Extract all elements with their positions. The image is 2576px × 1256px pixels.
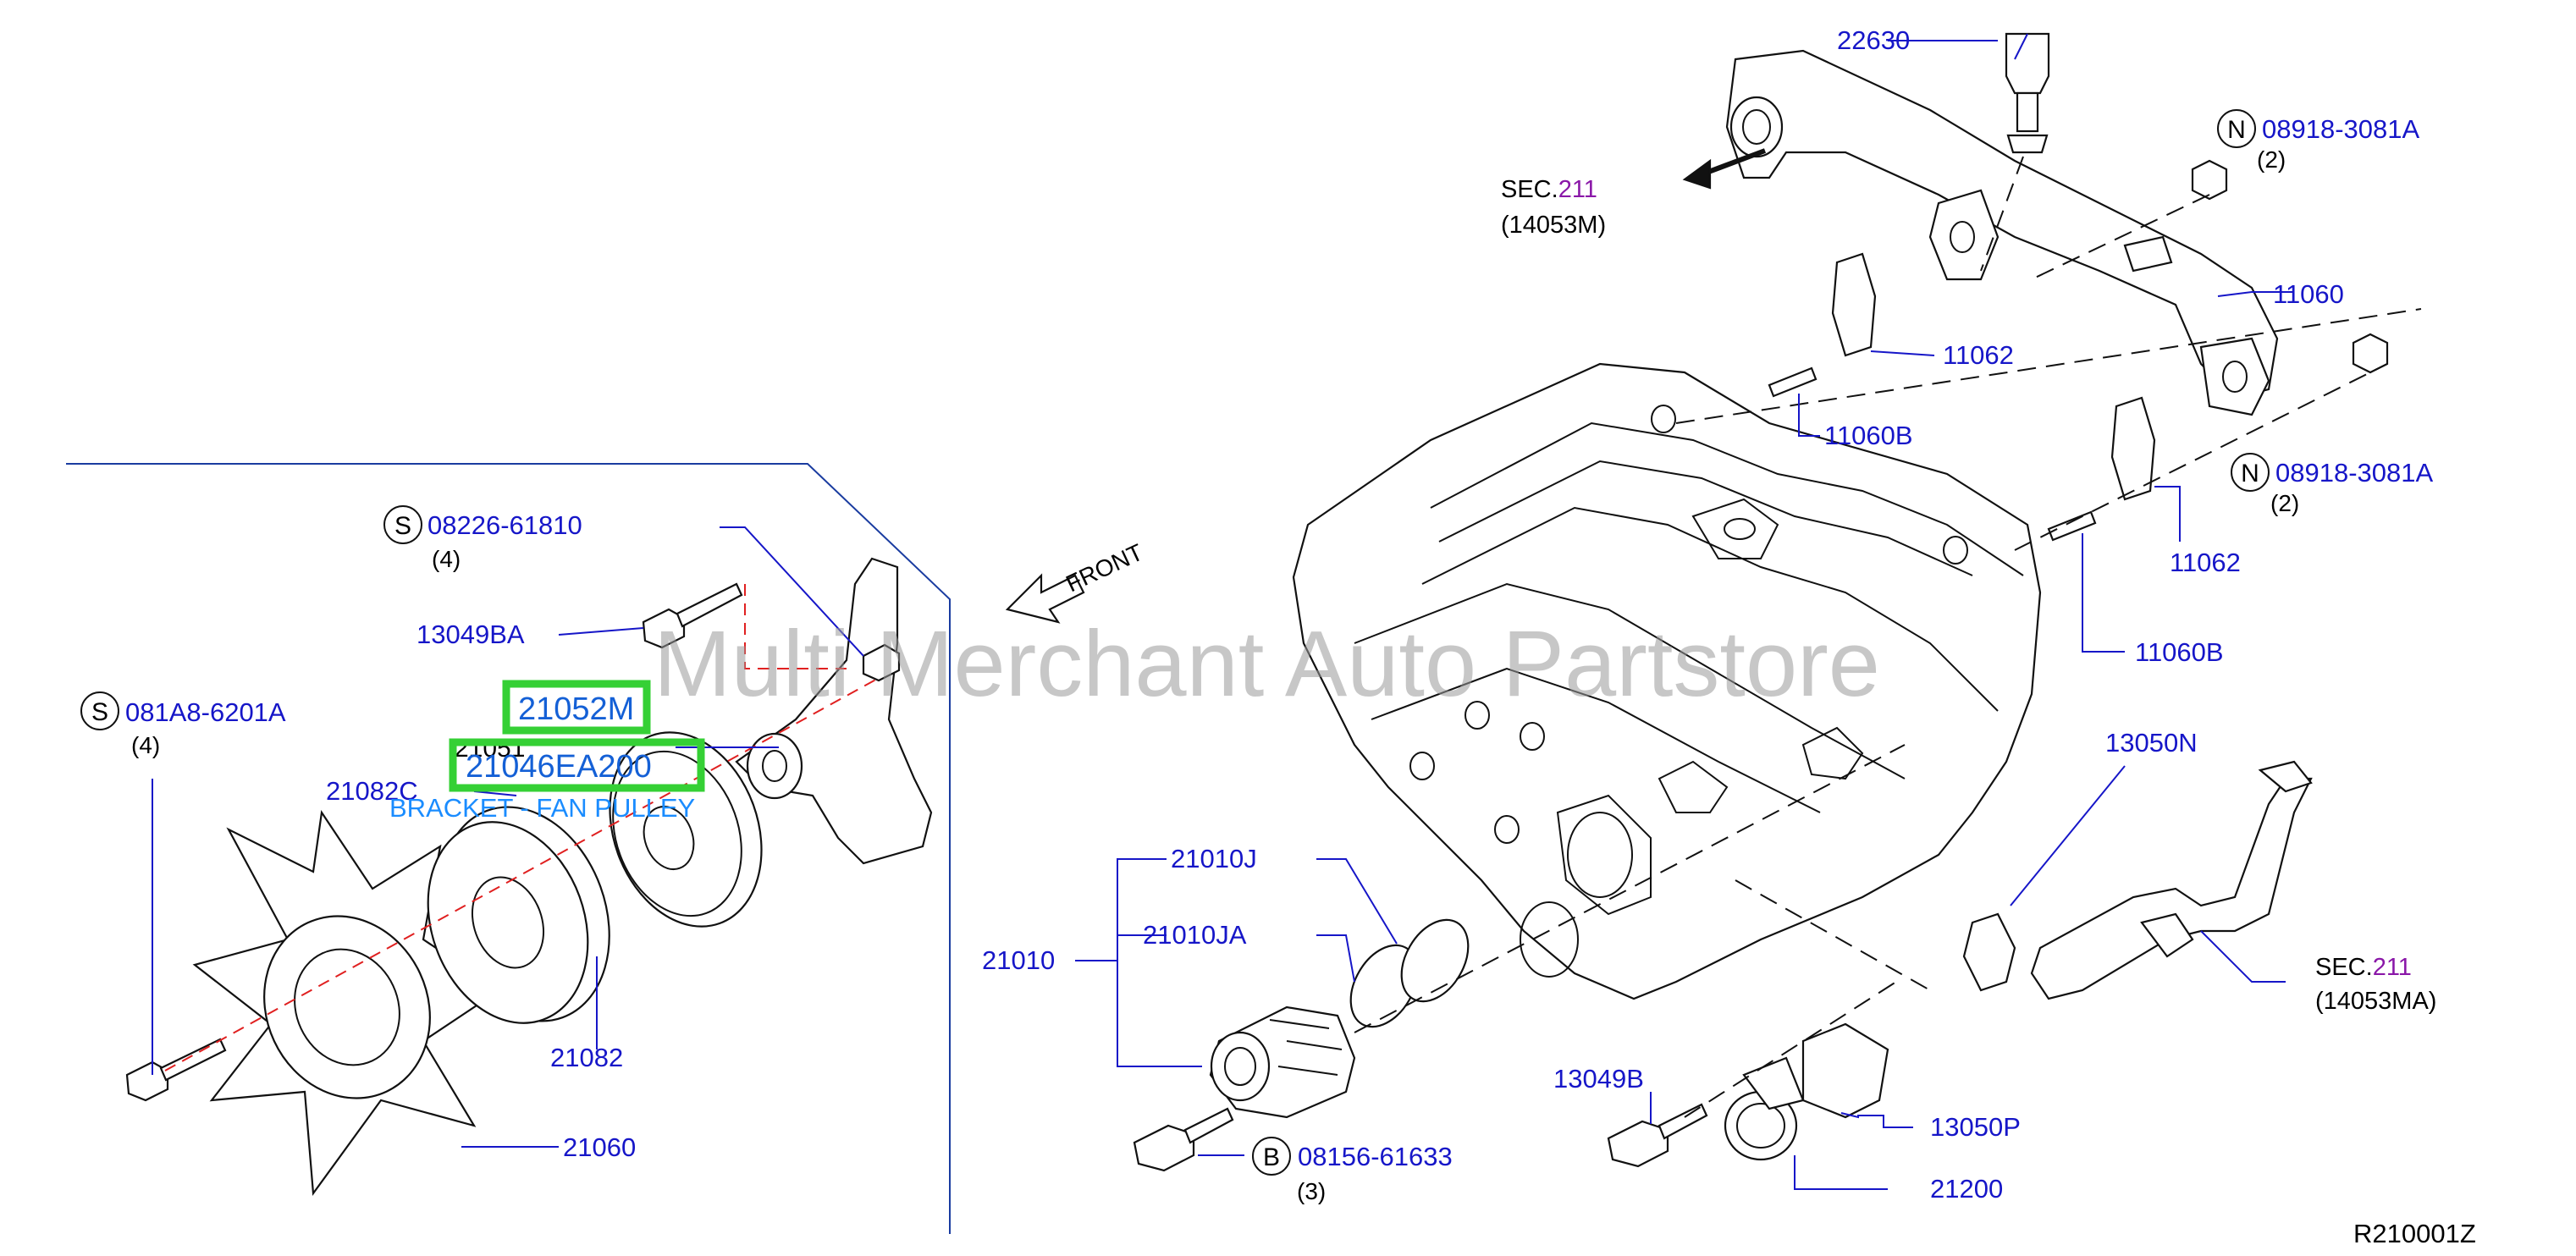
part-label-21010ja[interactable]: 21010JA <box>1143 920 1247 950</box>
qty-08156: (3) <box>1297 1178 1326 1204</box>
sec-right-number[interactable]: 211 <box>2373 954 2412 981</box>
part-description: BRACKET - FAN PULLEY <box>389 793 695 823</box>
watermark: Multi Merchant Auto Partstore <box>654 612 1880 716</box>
engine-block-drawing <box>1292 362 2042 1000</box>
fan-assembly-drawing <box>125 557 1085 1197</box>
part-label-11062-b[interactable]: 11062 <box>2170 548 2241 577</box>
part-label-21010j[interactable]: 21010J <box>1171 844 1257 873</box>
part-label-11060b-b[interactable]: 11060B <box>2135 637 2224 667</box>
highlight-box-21046ea200[interactable] <box>449 738 705 792</box>
front-label: FRONT <box>1062 539 1147 598</box>
left-panel-frame <box>66 463 951 1234</box>
qty-08918-mid: (2) <box>2270 490 2299 516</box>
sec-ref-top[interactable]: SEC.211 <box>1501 176 1597 203</box>
sec-right-prefix: SEC. <box>2315 954 2373 981</box>
marker-s-bracket: S <box>394 512 411 540</box>
part-label-21010[interactable]: 21010 <box>982 945 1055 975</box>
sec-ref-top-code: (14053M) <box>1501 212 1606 239</box>
leader-lines <box>152 33 2294 1190</box>
marker-n-mid: N <box>2241 460 2259 488</box>
marker-n-top: N <box>2227 116 2246 144</box>
qty-08918-top: (2) <box>2257 146 2286 173</box>
part-label-11060b-a[interactable]: 11060B <box>1824 421 1913 450</box>
marker-s-fan: S <box>91 698 108 726</box>
water-pipe-drawing <box>1675 32 2422 551</box>
part-label-21082[interactable]: 21082 <box>550 1043 623 1072</box>
qty-081a8: (4) <box>131 732 160 758</box>
sec-ref-right[interactable]: SEC.211 <box>2315 954 2412 981</box>
part-label-11062-a[interactable]: 11062 <box>1943 340 2014 370</box>
part-label-21200[interactable]: 21200 <box>1930 1174 2003 1204</box>
part-label-08918-top[interactable]: 08918-3081A <box>2262 114 2419 144</box>
part-label-13050n[interactable]: 13050N <box>2105 728 2198 757</box>
part-label-081a8[interactable]: 081A8-6201A <box>125 697 286 727</box>
highlight-box-21052m[interactable] <box>502 680 651 735</box>
part-label-21046ea200[interactable]: 21046EA200 <box>466 749 652 785</box>
qty-08226: (4) <box>432 546 461 572</box>
water-pump-drawing <box>1133 744 1906 1172</box>
part-label-13050p[interactable]: 13050P <box>1930 1112 2021 1142</box>
sec-top-number[interactable]: 211 <box>1558 176 1597 203</box>
sec-ref-right-code: (14053MA) <box>2315 988 2436 1015</box>
part-label-13049ba[interactable]: 13049BA <box>416 620 525 649</box>
part-label-08918-mid[interactable]: 08918-3081A <box>2275 458 2433 488</box>
marker-b-pump: B <box>1263 1143 1280 1171</box>
part-label-21082c[interactable]: 21082C <box>326 776 418 806</box>
part-label-11060[interactable]: 11060 <box>2273 279 2344 309</box>
part-label-21052m[interactable]: 21052M <box>518 691 634 727</box>
highlighted-labels: 21052M 21046EA200 BRACKET - FAN PULLEY <box>389 680 705 823</box>
circle-markers: N N S S B <box>80 109 2270 1176</box>
part-label-21060[interactable]: 21060 <box>563 1132 636 1162</box>
part-label-08156[interactable]: 08156-61633 <box>1298 1142 1453 1171</box>
section-references: SEC.211 (14053M) SEC.211 (14053MA) <box>1501 176 2436 1015</box>
part-label-08226[interactable]: 08226-61810 <box>427 510 582 540</box>
sec-top-prefix: SEC. <box>1501 176 1558 203</box>
thermostat-drawing <box>1607 760 2313 1168</box>
diagram-ref-code: R210001Z <box>2353 1219 2476 1248</box>
part-label-22630[interactable]: 22630 <box>1837 25 1910 55</box>
part-label-13049b[interactable]: 13049B <box>1553 1064 1644 1093</box>
